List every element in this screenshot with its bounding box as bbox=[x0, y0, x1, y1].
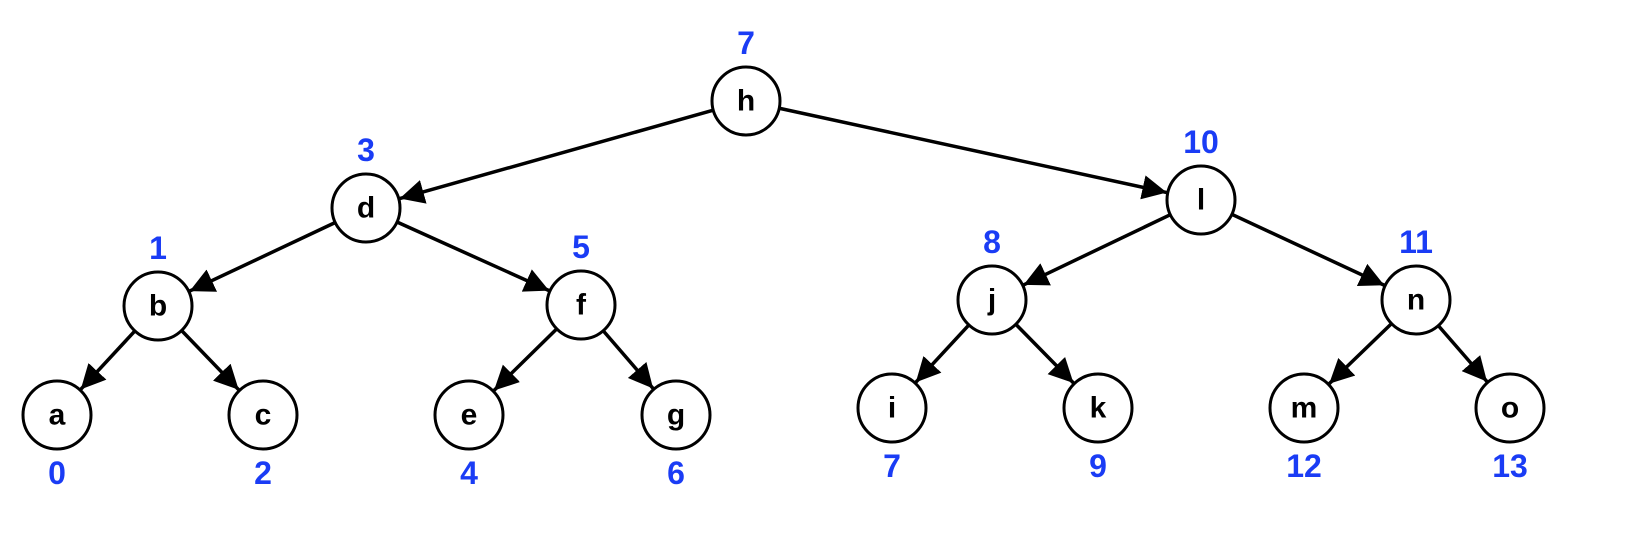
node-circle-n bbox=[1380, 264, 1452, 336]
node-circle-o bbox=[1474, 372, 1546, 444]
edge-b-c bbox=[180, 329, 240, 392]
node-m: m bbox=[1268, 372, 1340, 444]
edge-f-g bbox=[601, 329, 655, 390]
index-label-o: 13 bbox=[1492, 448, 1528, 484]
nodes-layer: h d l b f j n a c e g i k m o bbox=[21, 65, 1546, 451]
node-circle-m bbox=[1268, 372, 1340, 444]
node-label-b: b bbox=[149, 290, 167, 323]
node-a: a bbox=[21, 379, 93, 451]
node-label-i: i bbox=[888, 392, 896, 425]
node-d: d bbox=[330, 172, 402, 244]
index-label-f: 5 bbox=[572, 229, 590, 265]
index-label-n: 11 bbox=[1399, 224, 1433, 260]
node-circle-c bbox=[227, 379, 299, 451]
node-label-o: o bbox=[1501, 392, 1519, 425]
index-label-b: 1 bbox=[149, 230, 167, 266]
edge-n-m bbox=[1327, 322, 1393, 385]
node-circle-k bbox=[1062, 372, 1134, 444]
node-circle-a bbox=[21, 379, 93, 451]
node-label-l: l bbox=[1197, 184, 1205, 217]
node-b: b bbox=[122, 270, 194, 342]
index-label-g: 6 bbox=[667, 455, 685, 491]
node-i: i bbox=[856, 372, 928, 444]
node-label-m: m bbox=[1291, 392, 1318, 425]
node-circle-h bbox=[710, 65, 782, 137]
node-e: e bbox=[433, 379, 505, 451]
node-label-c: c bbox=[255, 399, 272, 432]
edge-l-n bbox=[1231, 212, 1386, 287]
index-label-j: 8 bbox=[983, 224, 1001, 260]
node-j: j bbox=[956, 264, 1028, 336]
index-label-k: 9 bbox=[1089, 448, 1107, 484]
index-label-l: 10 bbox=[1183, 124, 1219, 160]
node-f: f bbox=[545, 269, 617, 341]
node-o: o bbox=[1474, 372, 1546, 444]
node-circle-d bbox=[330, 172, 402, 244]
edge-d-b bbox=[188, 220, 336, 293]
edge-h-d bbox=[399, 108, 714, 204]
node-label-a: a bbox=[49, 399, 66, 432]
node-label-f: f bbox=[576, 289, 587, 322]
node-label-e: e bbox=[461, 399, 478, 432]
node-label-h: h bbox=[737, 85, 755, 118]
node-g: g bbox=[640, 379, 712, 451]
edge-j-i bbox=[914, 323, 971, 384]
node-l: l bbox=[1165, 164, 1237, 236]
node-circle-f bbox=[545, 269, 617, 341]
node-circle-b bbox=[122, 270, 194, 342]
edge-n-o bbox=[1437, 324, 1489, 383]
edge-d-f bbox=[396, 220, 550, 293]
node-c: c bbox=[227, 379, 299, 451]
node-circle-i bbox=[856, 372, 928, 444]
node-circle-g bbox=[640, 379, 712, 451]
edge-h-l bbox=[778, 106, 1168, 200]
edge-f-e bbox=[492, 327, 558, 392]
node-circle-j bbox=[956, 264, 1028, 336]
node-label-g: g bbox=[667, 399, 685, 432]
index-label-a: 0 bbox=[48, 455, 66, 491]
index-label-i: 7 bbox=[883, 448, 901, 484]
node-k: k bbox=[1062, 372, 1134, 444]
index-label-d: 3 bbox=[357, 132, 375, 168]
node-circle-l bbox=[1165, 164, 1237, 236]
index-label-c: 2 bbox=[254, 455, 272, 491]
edge-b-a bbox=[79, 329, 137, 391]
node-label-k: k bbox=[1090, 392, 1107, 425]
node-n: n bbox=[1380, 264, 1452, 336]
node-h: h bbox=[710, 65, 782, 137]
node-label-d: d bbox=[357, 192, 375, 225]
node-circle-e bbox=[433, 379, 505, 451]
node-label-n: n bbox=[1407, 284, 1425, 317]
edge-l-j bbox=[1022, 213, 1172, 287]
node-label-j: j bbox=[987, 284, 996, 317]
edge-j-k bbox=[1014, 323, 1075, 385]
index-label-e: 4 bbox=[460, 455, 478, 491]
index-label-h: 7 bbox=[737, 25, 755, 61]
index-labels-layer: 7 3 10 1 5 8 11 0 2 4 6 7 9 12 13 bbox=[48, 25, 1528, 491]
index-label-m: 12 bbox=[1286, 448, 1322, 484]
edges-layer bbox=[79, 106, 1489, 392]
